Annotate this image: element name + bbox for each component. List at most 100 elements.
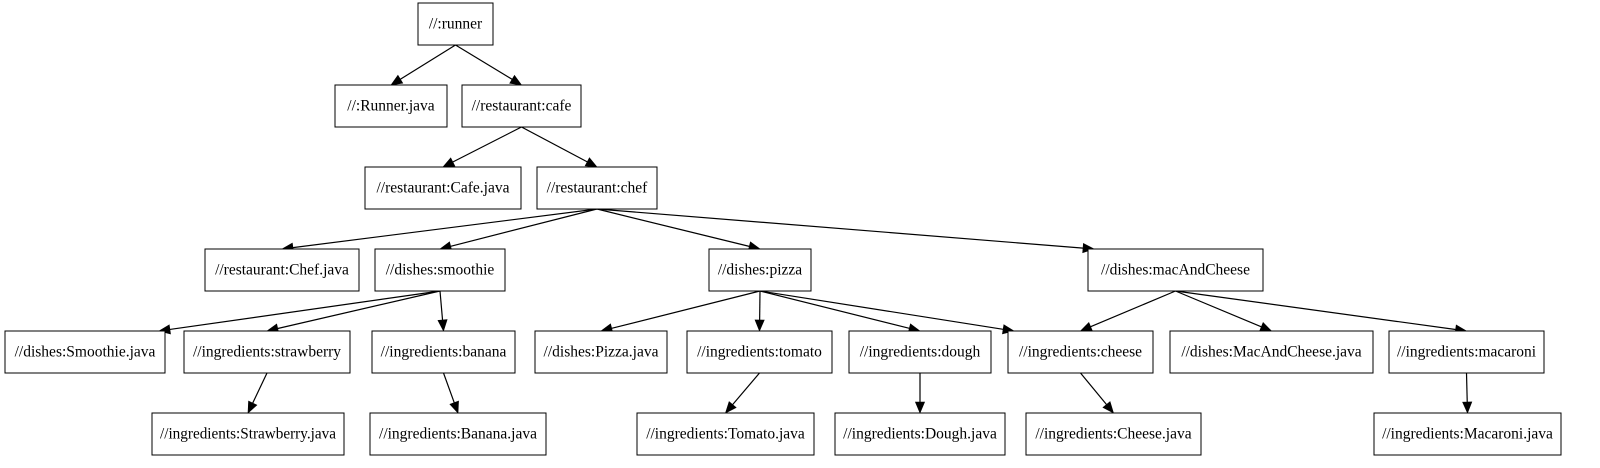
node-box (1373, 412, 1562, 456)
edge-dishes_smoothie-to-ing_strawberry (277, 290, 441, 330)
node-box (834, 412, 1006, 456)
arrowhead-icon (1079, 321, 1093, 332)
node-label: //dishes:macAndCheese (1101, 262, 1250, 279)
node-box (334, 84, 448, 128)
node-box (636, 412, 815, 456)
node-box (1388, 330, 1545, 374)
node-box (371, 330, 516, 374)
graph-node-ing_tomatojava[interactable]: //ingredients:Tomato.java (636, 412, 815, 456)
node-label: //ingredients:Cheese.java (1035, 426, 1191, 443)
arrowhead-icon (437, 319, 448, 332)
edge-dishes_pizza-to-dishes_pizzajava (611, 290, 761, 329)
arrowhead-icon (914, 401, 926, 414)
edge-ing_macaroni-to-ing_macaronijava (1465, 372, 1468, 403)
edge-dishes_pizza-to-ing_cheese (759, 290, 1004, 330)
node-label: //ingredients:Dough.java (843, 426, 997, 443)
arrowhead-icon (509, 74, 523, 86)
node-box (534, 330, 668, 374)
node-box (1025, 412, 1202, 456)
graph-node-ing_doughjava[interactable]: //ingredients:Dough.java (834, 412, 1006, 456)
graph-node-ing_strawberry[interactable]: //ingredients:strawberry (183, 330, 351, 374)
node-box (204, 248, 360, 292)
node-label: //dishes:MacAndCheese.java (1181, 344, 1361, 361)
node-label: //:runner (429, 16, 483, 33)
arrowhead-icon (449, 400, 459, 414)
edge-runner-to-restaurant_cafe (455, 44, 513, 80)
graph-node-dishes_pizza[interactable]: //dishes:pizza (708, 248, 812, 292)
edge-ing_banana-to-ing_bananajava (442, 372, 455, 403)
node-box (151, 412, 345, 456)
graph-node-ing_bananajava[interactable]: //ingredients:Banana.java (369, 412, 547, 456)
node-box (1087, 248, 1264, 292)
node-box (364, 166, 522, 210)
arrowhead-icon (390, 74, 404, 86)
node-label: //restaurant:chef (547, 180, 649, 197)
node-label: //ingredients:cheese (1019, 344, 1142, 361)
edge-ing_strawberry-to-ing_strawberryjava (252, 372, 268, 404)
edge-restaurant_chef-to-dishes_pizza (596, 208, 750, 247)
edge-restaurant_cafe-to-restaurant_chef (521, 126, 588, 163)
edge-dishes_macandcheese-to-dishes_macjava (1175, 290, 1262, 328)
arrowhead-icon (1259, 321, 1273, 332)
node-label: //ingredients:Tomato.java (646, 426, 805, 443)
node-box (1169, 330, 1374, 374)
graph-node-restaurant_cafe[interactable]: //restaurant:cafe (461, 84, 582, 128)
graph-node-ing_strawberryjava[interactable]: //ingredients:Strawberry.java (151, 412, 345, 456)
arrowhead-icon (724, 401, 737, 414)
graph-node-ing_macaronijava[interactable]: //ingredients:Macaroni.java (1373, 412, 1562, 456)
edge-restaurant_chef-to-restaurant_chefjava (292, 208, 598, 249)
graph-node-dishes_macjava[interactable]: //dishes:MacAndCheese.java (1169, 330, 1374, 374)
node-label: //ingredients:strawberry (193, 344, 341, 361)
edge-dishes_macandcheese-to-ing_cheese (1090, 290, 1176, 328)
node-box (848, 330, 992, 374)
node-label: //ingredients:macaroni (1397, 344, 1537, 361)
graph-node-restaurant_chef[interactable]: //restaurant:chef (536, 166, 658, 210)
node-label: //ingredients:tomato (697, 344, 822, 361)
node-box (1007, 330, 1154, 374)
edge-ing_cheese-to-ing_cheesejava (1080, 372, 1107, 405)
graph-node-runner_java[interactable]: //:Runner.java (334, 84, 448, 128)
node-label: //restaurant:cafe (472, 98, 572, 115)
graph-node-restaurant_chefjava[interactable]: //restaurant:Chef.java (204, 248, 360, 292)
edge-restaurant_chef-to-dishes_macandcheese (596, 208, 1084, 249)
edge-runner-to-runner_java (400, 44, 456, 80)
edge-dishes_smoothie-to-ing_banana (439, 290, 444, 321)
graph-node-ing_cheese[interactable]: //ingredients:cheese (1007, 330, 1154, 374)
arrowhead-icon (247, 400, 258, 414)
graph-node-ing_cheesejava[interactable]: //ingredients:Cheese.java (1025, 412, 1202, 456)
node-box (461, 84, 582, 128)
edge-dishes_macandcheese-to-ing_macaroni (1175, 290, 1456, 331)
node-label: //ingredients:Strawberry.java (160, 426, 336, 443)
edge-dishes_smoothie-to-dishes_smoothiejava (169, 290, 441, 331)
node-label: //ingredients:Banana.java (379, 426, 537, 443)
graph-node-dishes_macandcheese[interactable]: //dishes:macAndCheese (1087, 248, 1264, 292)
arrowhead-icon (1462, 401, 1473, 414)
graph-node-ing_macaroni[interactable]: //ingredients:macaroni (1388, 330, 1545, 374)
arrowhead-icon (754, 319, 765, 332)
graph-node-restaurant_cafejava[interactable]: //restaurant:Cafe.java (364, 166, 522, 210)
graph-node-dishes_smoothiejava[interactable]: //dishes:Smoothie.java (4, 330, 166, 374)
node-box (183, 330, 351, 374)
graph-node-ing_tomato[interactable]: //ingredients:tomato (686, 330, 833, 374)
node-label: //dishes:Pizza.java (544, 344, 659, 361)
node-label: //dishes:pizza (718, 262, 802, 279)
edge-ing_tomato-to-ing_tomatojava (732, 372, 760, 406)
node-box (417, 2, 494, 46)
node-label: //ingredients:banana (381, 344, 507, 361)
graph-node-dishes_smoothie[interactable]: //dishes:smoothie (374, 248, 506, 292)
node-label: //dishes:smoothie (386, 262, 495, 279)
graph-node-runner[interactable]: //:runner (417, 2, 494, 46)
graph-node-ing_banana[interactable]: //ingredients:banana (371, 330, 516, 374)
graph-node-ing_dough[interactable]: //ingredients:dough (848, 330, 992, 374)
node-box (686, 330, 833, 374)
node-label: //:Runner.java (347, 98, 435, 115)
node-label: //restaurant:Cafe.java (377, 180, 510, 197)
graph-node-dishes_pizzajava[interactable]: //dishes:Pizza.java (534, 330, 668, 374)
arrowhead-icon (1102, 401, 1114, 414)
node-box (4, 330, 166, 374)
node-label: //dishes:Smoothie.java (15, 344, 156, 361)
node-label: //ingredients:dough (860, 344, 981, 361)
arrowhead-icon (584, 157, 598, 168)
